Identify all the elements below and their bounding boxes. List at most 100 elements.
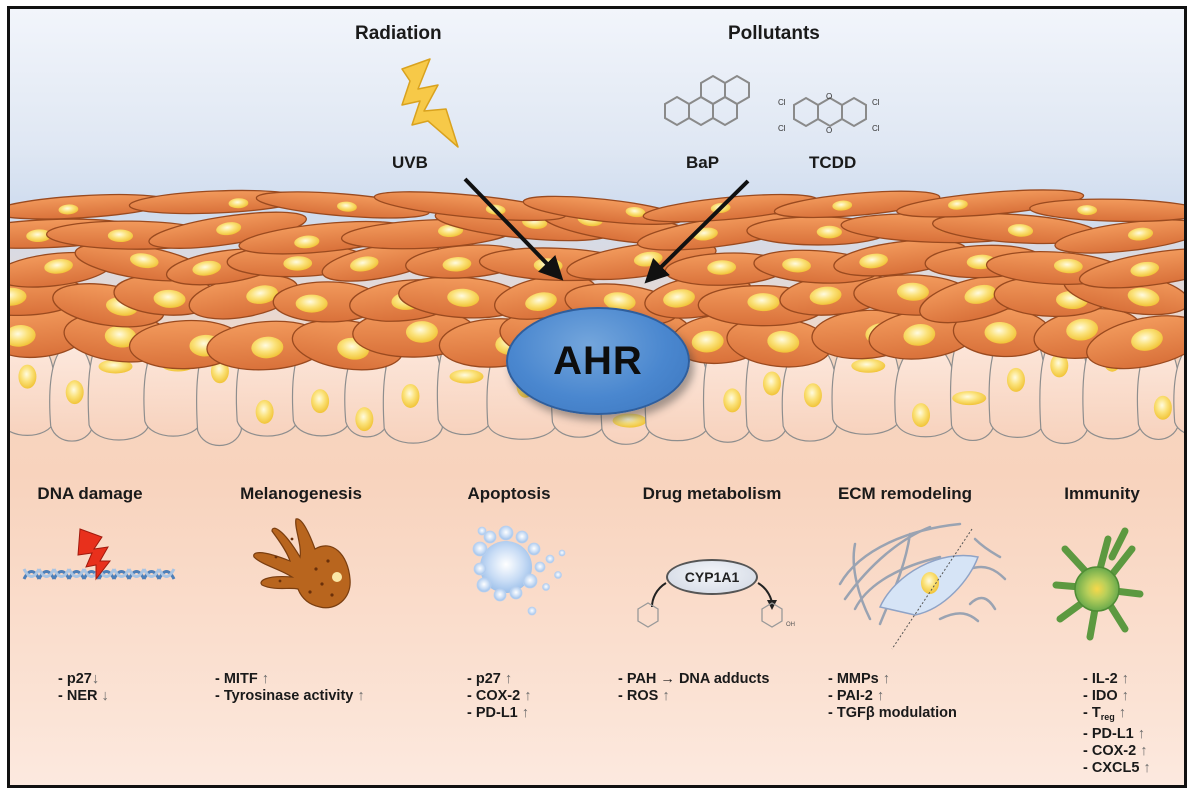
nucleus [216,222,242,236]
effect-text: - MMPs [828,671,883,687]
chlorine-label: Cl [872,98,880,107]
effect-text: - IL-2 [1083,671,1122,687]
nucleus [350,256,379,272]
effect-item: - TGFβ modulation [828,705,957,722]
nucleus [809,286,842,305]
dna-strand [142,568,161,578]
figure-frame: Cl Cl Cl Cl O O [7,6,1187,788]
dna-damage-icon [22,528,176,581]
keratinocyte [10,193,170,220]
up-arrow-icon: ↑ [504,671,513,687]
fibroblast-ecm-icon [838,522,1007,650]
effect-text: - NER [58,688,102,704]
dna-strand [127,570,146,580]
apoptotic-bleb [522,573,538,589]
apoptotic-bleb [515,530,529,544]
effect-item: - p27↓ [58,671,109,688]
effect-text: - IDO [1083,688,1122,704]
nucleus [912,403,931,428]
up-arrow-icon: ↑ [662,688,670,704]
dna-strand [52,568,71,578]
nucleus [903,324,936,346]
nucleus [311,389,330,414]
nucleus [405,321,438,343]
effect-item: - Treg ↑ [1083,705,1151,726]
effect-text: - PAI-2 [828,688,877,704]
nucleus [896,282,929,301]
up-arrow-icon: ↑ [876,688,885,704]
effect-text: - TGFβ modulation [828,705,957,721]
up-arrow-icon: ↑ [357,688,365,704]
effect-item: - CXCL5 ↑ [1083,760,1151,777]
nucleus [294,235,320,249]
nucleus [129,253,159,269]
nucleus [964,284,996,304]
nucleus [255,399,274,424]
effects-list-drug-metabolism: - PAH → DNA adducts- ROS ↑ [618,671,769,705]
ahr-label: AHR [553,338,643,383]
ahr-receptor: AHR [506,307,690,415]
nucleus [625,206,646,218]
dna-strand [157,570,176,580]
apoptotic-bleb [493,588,507,602]
effect-subscript: reg [1100,712,1115,722]
nucleus [449,369,484,384]
up-arrow-icon: ↑ [1121,688,1129,704]
nucleus [10,287,27,306]
dna-strand [67,570,86,580]
effect-item: - ROS ↑ [618,688,769,705]
pollutant-arrow [644,179,750,284]
uvb-label: UVB [392,153,428,172]
bap-label: BaP [686,153,720,172]
chlorine-label: Cl [778,98,786,107]
up-arrow-icon: ↑ [1140,743,1148,759]
nucleus [948,199,968,210]
nucleus [782,257,811,273]
nucleus [283,256,313,271]
nucleus [707,260,737,275]
down-arrow-icon: ↓ [91,671,100,687]
dna-strand [112,568,131,578]
dna-strand [52,570,71,580]
effect-text: - CXCL5 [1083,760,1144,776]
dna-strand [127,568,146,578]
nucleus [107,229,134,243]
effect-item: - PAH → DNA adducts [618,671,769,688]
apoptotic-bleb [472,541,488,557]
chlorine-label: Cl [872,124,880,133]
nucleus [1007,224,1034,237]
effect-item: - PD-L1 ↑ [1083,726,1151,743]
up-arrow-icon: ↑ [882,671,891,687]
nucleus [691,330,724,353]
apoptotic-bleb [554,571,562,579]
apoptotic-bleb [558,549,566,557]
effect-item: - IDO ↑ [1083,688,1151,705]
keratinocyte-body [773,190,941,219]
cyp1a1-reaction-icon: OH [637,582,795,628]
keratinocyte [697,285,825,327]
apoptotic-cell-icon [472,525,566,616]
apoptotic-bleb [483,530,497,544]
nucleus [1130,261,1160,277]
nucleus [984,321,1017,344]
nucleus [251,336,284,359]
effect-item: - MMPs ↑ [828,671,957,688]
keratinocyte [398,276,526,319]
nucleus [18,364,37,389]
apoptotic-bleb [477,526,487,536]
effect-item: - PD-L1 ↑ [467,705,531,722]
dendritic-cell-icon [1052,527,1144,641]
effect-item: - Tyrosinase activity ↑ [215,688,365,705]
up-arrow-icon: ↑ [1143,760,1151,776]
apoptotic-body [480,541,532,593]
nucleus [26,229,52,242]
nucleus [1053,258,1083,274]
effect-item: - COX-2 ↑ [1083,743,1151,760]
apoptotic-bleb [476,577,492,593]
effects-list-apoptosis: - p27 ↑- COX-2 ↑- PD-L1 ↑ [467,671,531,722]
nucleus [355,407,374,432]
chlorine-label: Cl [778,124,786,133]
category-title-ecm-remodeling: ECM remodeling [837,484,973,503]
uvb-arrow [463,177,564,281]
dna-strand [67,568,86,578]
